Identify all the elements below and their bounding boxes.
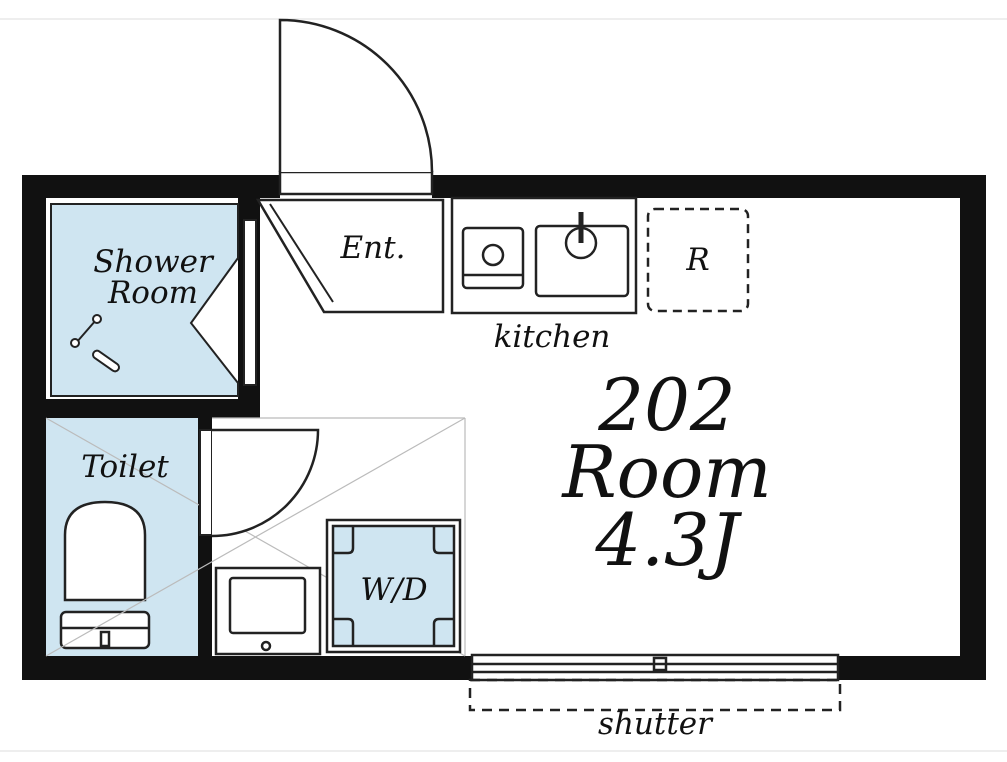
exterior-walls xyxy=(22,175,986,680)
room-number: 202 xyxy=(597,363,735,447)
refrigerator-space xyxy=(646,207,750,313)
shower-room xyxy=(50,203,257,397)
window-sash xyxy=(470,653,840,682)
washbasin-icon xyxy=(214,566,322,656)
room-size: 4.3J xyxy=(594,498,743,582)
entrance xyxy=(255,18,445,314)
entrance-floor xyxy=(255,198,445,314)
hall-door xyxy=(199,428,320,538)
shutter-label: shutter xyxy=(598,706,714,742)
refrigerator-label: R xyxy=(685,242,709,278)
entrance-door-swing xyxy=(278,18,434,173)
kitchen-counter xyxy=(450,196,638,315)
entrance-label: Ent. xyxy=(340,230,406,266)
toilet-room xyxy=(46,418,198,656)
kitchen-label: kitchen xyxy=(494,319,611,355)
shower-head-icon xyxy=(70,314,121,373)
toilet-label: Toilet xyxy=(81,449,169,485)
toilet-icon xyxy=(59,500,151,650)
room-name: Room xyxy=(560,430,771,514)
shower-door xyxy=(243,219,257,386)
shower-room-label: Room xyxy=(107,275,198,311)
washer-dryer-label: W/D xyxy=(360,572,427,608)
shower-label: Shower xyxy=(93,244,215,280)
shower-room-floor xyxy=(50,203,239,397)
entrance-door xyxy=(278,170,434,196)
shutter-outline xyxy=(468,678,842,712)
washer-dryer-icon xyxy=(325,518,462,654)
